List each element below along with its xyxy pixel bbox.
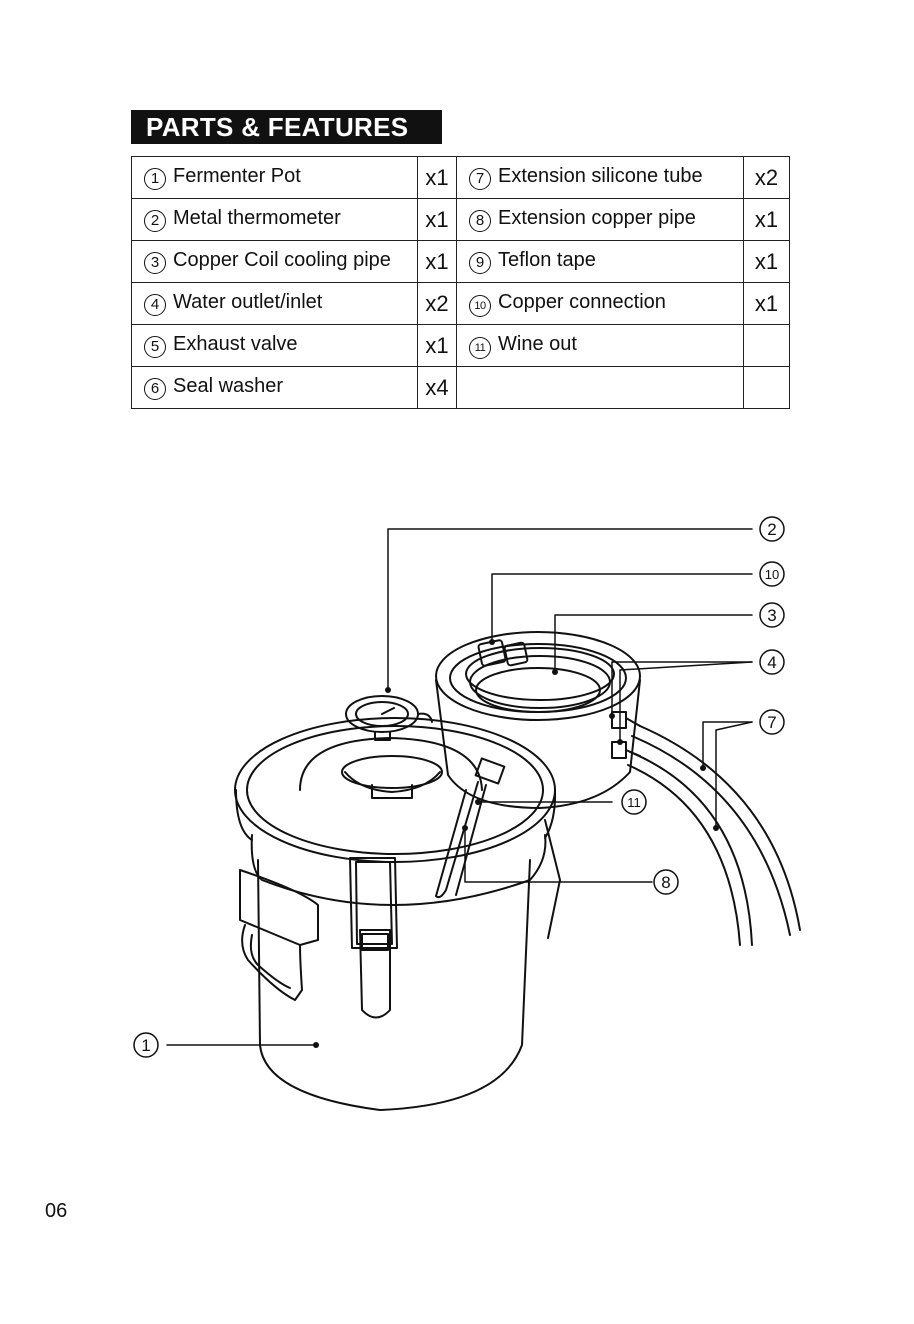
cooling-coil-bucket xyxy=(436,632,640,808)
part-number: 2 xyxy=(144,210,166,232)
part-qty: x1 xyxy=(744,199,790,241)
callout-1: 1 xyxy=(134,1033,158,1057)
empty-cell xyxy=(744,367,790,409)
part-name: Extension copper pipe xyxy=(498,207,696,229)
part-number: 8 xyxy=(469,210,491,232)
table-row: 5 Exhaust valve x1 11 Wine out xyxy=(132,325,790,367)
part-qty xyxy=(744,325,790,367)
part-name: Wine out xyxy=(498,333,577,355)
part-name: Copper connection xyxy=(498,291,666,313)
lid-latch xyxy=(350,858,397,1018)
side-clamp xyxy=(545,820,560,938)
callout-8: 8 xyxy=(654,870,678,894)
callout-7: 7 xyxy=(760,710,784,734)
part-name: Teflon tape xyxy=(498,249,596,271)
part-cell: 11 Wine out xyxy=(457,325,744,367)
fermenter-pot xyxy=(235,718,555,1110)
part-cell: 4 Water outlet/inlet xyxy=(132,283,418,325)
table-row: 6 Seal washer x4 xyxy=(132,367,790,409)
part-name: Extension silicone tube xyxy=(498,165,703,187)
table-row: 4 Water outlet/inlet x2 10 Copper connecti… xyxy=(132,283,790,325)
part-qty: x4 xyxy=(418,367,457,409)
part-cell: 7 Extension silicone tube xyxy=(457,157,744,199)
fermenter-diagram: 2 10 3 4 7 11 8 1 xyxy=(0,480,914,1160)
part-qty: x2 xyxy=(744,157,790,199)
callout-label: 4 xyxy=(767,653,776,672)
part-cell: 5 Exhaust valve xyxy=(132,325,418,367)
part-cell: 6 Seal washer xyxy=(132,367,418,409)
part-qty: x1 xyxy=(744,283,790,325)
part-cell: 2 Metal thermometer xyxy=(132,199,418,241)
part-name: Metal thermometer xyxy=(173,207,341,229)
callout-label: 8 xyxy=(661,873,670,892)
table-row: 2 Metal thermometer x1 8 Extension copper … xyxy=(132,199,790,241)
empty-cell xyxy=(457,367,744,409)
part-number: 11 xyxy=(469,337,491,359)
callout-label: 7 xyxy=(767,713,776,732)
part-number: 10 xyxy=(469,295,491,317)
part-qty: x1 xyxy=(744,241,790,283)
part-number: 3 xyxy=(144,252,166,274)
part-qty: x1 xyxy=(418,241,457,283)
callout-10: 10 xyxy=(760,562,784,586)
callout-label: 11 xyxy=(627,795,641,810)
part-cell: 3 Copper Coil cooling pipe xyxy=(132,241,418,283)
wine-out-pipe xyxy=(436,758,504,897)
part-qty: x1 xyxy=(418,157,457,199)
table-row: 3 Copper Coil cooling pipe x1 9 Teflon tap… xyxy=(132,241,790,283)
pot-handle xyxy=(240,870,318,1000)
part-qty: x1 xyxy=(418,325,457,367)
part-number: 5 xyxy=(144,336,166,358)
part-number: 9 xyxy=(469,252,491,274)
section-title: PARTS & FEATURES xyxy=(131,110,442,144)
part-qty: x1 xyxy=(418,199,457,241)
callout-2: 2 xyxy=(760,517,784,541)
callout-label: 3 xyxy=(767,606,776,625)
leader-dots xyxy=(313,639,719,1048)
part-name: Copper Coil cooling pipe xyxy=(173,249,391,271)
part-name: Seal washer xyxy=(173,375,283,397)
parts-table: 1 Fermenter Pot x1 7 Extension silicone tu… xyxy=(131,156,790,409)
part-cell: 8 Extension copper pipe xyxy=(457,199,744,241)
part-number: 6 xyxy=(144,378,166,400)
part-cell: 9 Teflon tape xyxy=(457,241,744,283)
part-name: Water outlet/inlet xyxy=(173,291,322,313)
table-row: 1 Fermenter Pot x1 7 Extension silicone tu… xyxy=(132,157,790,199)
part-number: 4 xyxy=(144,294,166,316)
part-number: 1 xyxy=(144,168,166,190)
part-qty: x2 xyxy=(418,283,457,325)
callout-3: 3 xyxy=(760,603,784,627)
callout-label: 2 xyxy=(767,520,776,539)
callout-4: 4 xyxy=(760,650,784,674)
page-number: 06 xyxy=(45,1200,67,1223)
callout-label: 10 xyxy=(765,567,779,582)
callout-label: 1 xyxy=(141,1036,150,1055)
part-cell: 10 Copper connection xyxy=(457,283,744,325)
silicone-tubes xyxy=(628,726,800,945)
part-cell: 1 Fermenter Pot xyxy=(132,157,418,199)
part-name: Fermenter Pot xyxy=(173,165,301,187)
part-name: Exhaust valve xyxy=(173,333,298,355)
callout-11: 11 xyxy=(622,790,646,814)
part-number: 7 xyxy=(469,168,491,190)
